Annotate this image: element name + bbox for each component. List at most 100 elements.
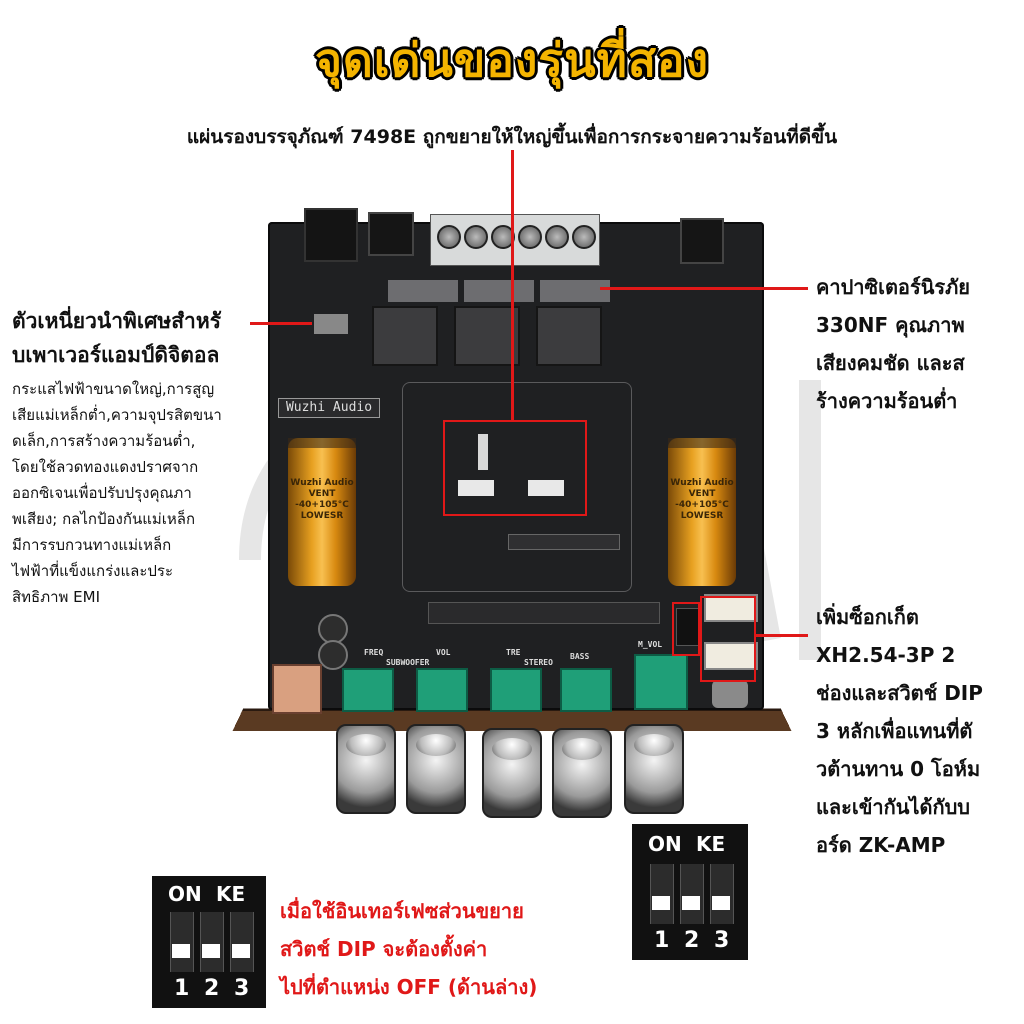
dip-switch-closeup-left: ON KE 1 2 3 bbox=[152, 876, 266, 1008]
cap-esr-text: LOWESR bbox=[300, 511, 344, 521]
cap-brand-text: Wuzhi Audio bbox=[670, 478, 734, 488]
knob-vol[interactable] bbox=[406, 724, 466, 814]
screw-icon bbox=[464, 225, 488, 249]
inductor bbox=[536, 306, 602, 366]
dip-note-line: เมื่อใช้อินเทอร์เฟซส่วนขยาย bbox=[280, 899, 524, 923]
inductor bbox=[454, 306, 520, 366]
inductor-text-line: มีการรบกวนทางแม่เหล็ก bbox=[12, 536, 172, 554]
audio-jack bbox=[680, 218, 724, 264]
callout-line-chip bbox=[511, 150, 514, 422]
socket-text-line: 3 หลักเพื่อแทนที่ตั bbox=[816, 719, 973, 743]
cap-vent-text: VENT bbox=[308, 489, 336, 499]
dip-ke-label: KE bbox=[696, 832, 726, 856]
knob-label-freq: FREQ bbox=[364, 648, 384, 657]
electrolytic-capacitor: Wuzhi Audio VENT -40+105°C LOWESR bbox=[668, 438, 736, 586]
screw-icon bbox=[572, 225, 596, 249]
inductor-text-line: ไฟฟ้าที่แข็งแกร่งและประ bbox=[12, 562, 174, 580]
dip-on-label: ON bbox=[648, 832, 682, 856]
potentiometer-mvol bbox=[634, 654, 688, 710]
socket-text-line: เพิ่มซ็อกเก็ต bbox=[816, 605, 919, 629]
dip-number: 3 bbox=[234, 976, 250, 1001]
safety-capacitor bbox=[388, 280, 458, 302]
dip-switch-toggle bbox=[232, 944, 250, 958]
highlight-box-dip bbox=[672, 602, 700, 656]
potentiometer-vol bbox=[416, 668, 468, 712]
inductor-text-line: ดเล็ก,การสร้างความร้อนต่ำ, bbox=[12, 432, 196, 450]
cap-temp-text: -40+105°C bbox=[675, 500, 729, 510]
inductor bbox=[372, 306, 438, 366]
inductor-description: ตัวเหนี่ยวนำพิเศษสำหรั บเพาเวอร์แอมป์ดิจ… bbox=[12, 304, 272, 610]
knob-label-tre: TRE bbox=[506, 648, 521, 657]
dip-note-line: สวิตช์ DIP จะต้องตั้งค่า bbox=[280, 937, 488, 961]
dc-jack bbox=[304, 208, 358, 262]
dip-number: 3 bbox=[714, 928, 730, 953]
dip-on-label: ON bbox=[168, 882, 202, 906]
inductor-text-line: ออกซิเจนเพื่อปรับปรุงคุณภา bbox=[12, 484, 192, 502]
inductor-title-line: ตัวเหนี่ยวนำพิเศษสำหรั bbox=[12, 309, 221, 333]
cap-esr-text: LOWESR bbox=[680, 511, 724, 521]
inductor-text-line: สิทธิภาพ EMI bbox=[12, 588, 101, 606]
dip-switch-toggle bbox=[652, 896, 670, 910]
dip-ke-label: KE bbox=[216, 882, 246, 906]
knob-label-bass: BASS bbox=[570, 652, 590, 661]
dip-switch-toggle bbox=[712, 896, 730, 910]
socket-text-line: ช่องและสวิตช์ DIP bbox=[816, 681, 983, 705]
knob-label-mvol: M_VOL bbox=[638, 640, 663, 649]
safety-capacitor bbox=[464, 280, 534, 302]
cap-brand-text: Wuzhi Audio bbox=[290, 478, 354, 488]
dip-switch-closeup-right: ON KE 1 2 3 bbox=[632, 824, 748, 960]
dip-number: 1 bbox=[174, 976, 190, 1001]
small-capacitor bbox=[318, 640, 348, 670]
amp-chip bbox=[528, 480, 564, 496]
socket-text-line: อร์ด ZK-AMP bbox=[816, 833, 946, 857]
knob-freq[interactable] bbox=[336, 724, 396, 814]
knob-bass[interactable] bbox=[552, 728, 612, 818]
inductor-text-line: กระแสไฟฟ้าขนาดใหญ่,การสูญ bbox=[12, 380, 215, 398]
callout-line-inductor bbox=[250, 322, 312, 325]
dip-number: 2 bbox=[684, 928, 700, 953]
knob-tre[interactable] bbox=[482, 728, 542, 818]
inductor-text-line: พเสียง; กลไกป้องกันแม่เหล็ก bbox=[12, 510, 196, 528]
capacitor-description: คาปาซิเตอร์นิรภัย 330NF คุณภาพ เสียงคมชั… bbox=[816, 268, 1021, 420]
ic-row bbox=[508, 534, 620, 550]
xh-socket bbox=[704, 642, 758, 670]
potentiometer-freq bbox=[342, 668, 394, 712]
socket-description: เพิ่มซ็อกเก็ต XH2.54-3P 2 ช่องและสวิตช์ … bbox=[816, 598, 1021, 864]
screw-icon bbox=[518, 225, 542, 249]
capacitor-text-line: คาปาซิเตอร์นิรภัย bbox=[816, 275, 971, 299]
amp-chip bbox=[458, 480, 494, 496]
callout-line-capacitor bbox=[600, 287, 808, 290]
inductor-text-line: โดยใช้ลวดทองแดงปราศจาก bbox=[12, 458, 199, 476]
xh-socket bbox=[704, 594, 758, 622]
dip-number: 2 bbox=[204, 976, 220, 1001]
dip-switch-toggle bbox=[172, 944, 190, 958]
capacitor-chip bbox=[478, 434, 488, 470]
electrolytic-capacitor: Wuzhi Audio VENT -40+105°C LOWESR bbox=[288, 438, 356, 586]
inductor-text-line: เสียแม่เหล็กต่ำ,ความจุปรสิตขนา bbox=[12, 406, 222, 424]
knob-mvol[interactable] bbox=[624, 724, 684, 814]
top-note: แผ่นรองบรรจุภัณฑ์ 7498E ถูกขยายให้ใหญ่ขึ… bbox=[186, 126, 838, 148]
screw-icon bbox=[545, 225, 569, 249]
label-stereo: STEREO bbox=[524, 658, 553, 667]
socket-text-line: วต้านทาน 0 โอห์ม bbox=[816, 757, 981, 781]
inductor-title-line: บเพาเวอร์แอมป์ดิจิตอล bbox=[12, 343, 220, 367]
socket-text-line: และเข้ากันได้กับบ bbox=[816, 795, 970, 819]
dip-switch-toggle bbox=[682, 896, 700, 910]
screw-icon bbox=[437, 225, 461, 249]
cap-vent-text: VENT bbox=[688, 489, 716, 499]
knob-label-vol: VOL bbox=[436, 648, 451, 657]
dip-switch-toggle bbox=[202, 944, 220, 958]
coin-socket bbox=[712, 680, 748, 708]
ic-row bbox=[428, 602, 660, 624]
cap-temp-text: -40+105°C bbox=[295, 500, 349, 510]
amplifier-board: Wuzhi Audio Wuzhi Audio VENT -40+105°C L… bbox=[268, 208, 764, 714]
capacitor-text-line: ร้างความร้อนต่ำ bbox=[816, 389, 958, 413]
dip-note-line: ไปที่ตำแหน่ง OFF (ด้านล่าง) bbox=[280, 975, 538, 999]
capacitor-text-line: 330NF คุณภาพ bbox=[816, 313, 965, 337]
heatsink-area bbox=[402, 382, 632, 592]
rectifier-diode bbox=[314, 314, 348, 334]
power-connector bbox=[368, 212, 414, 256]
highlight-box-sockets bbox=[700, 596, 756, 682]
speaker-terminal-block bbox=[430, 214, 600, 266]
page-title: จุดเด่นของรุ่นที่สอง bbox=[314, 33, 710, 87]
